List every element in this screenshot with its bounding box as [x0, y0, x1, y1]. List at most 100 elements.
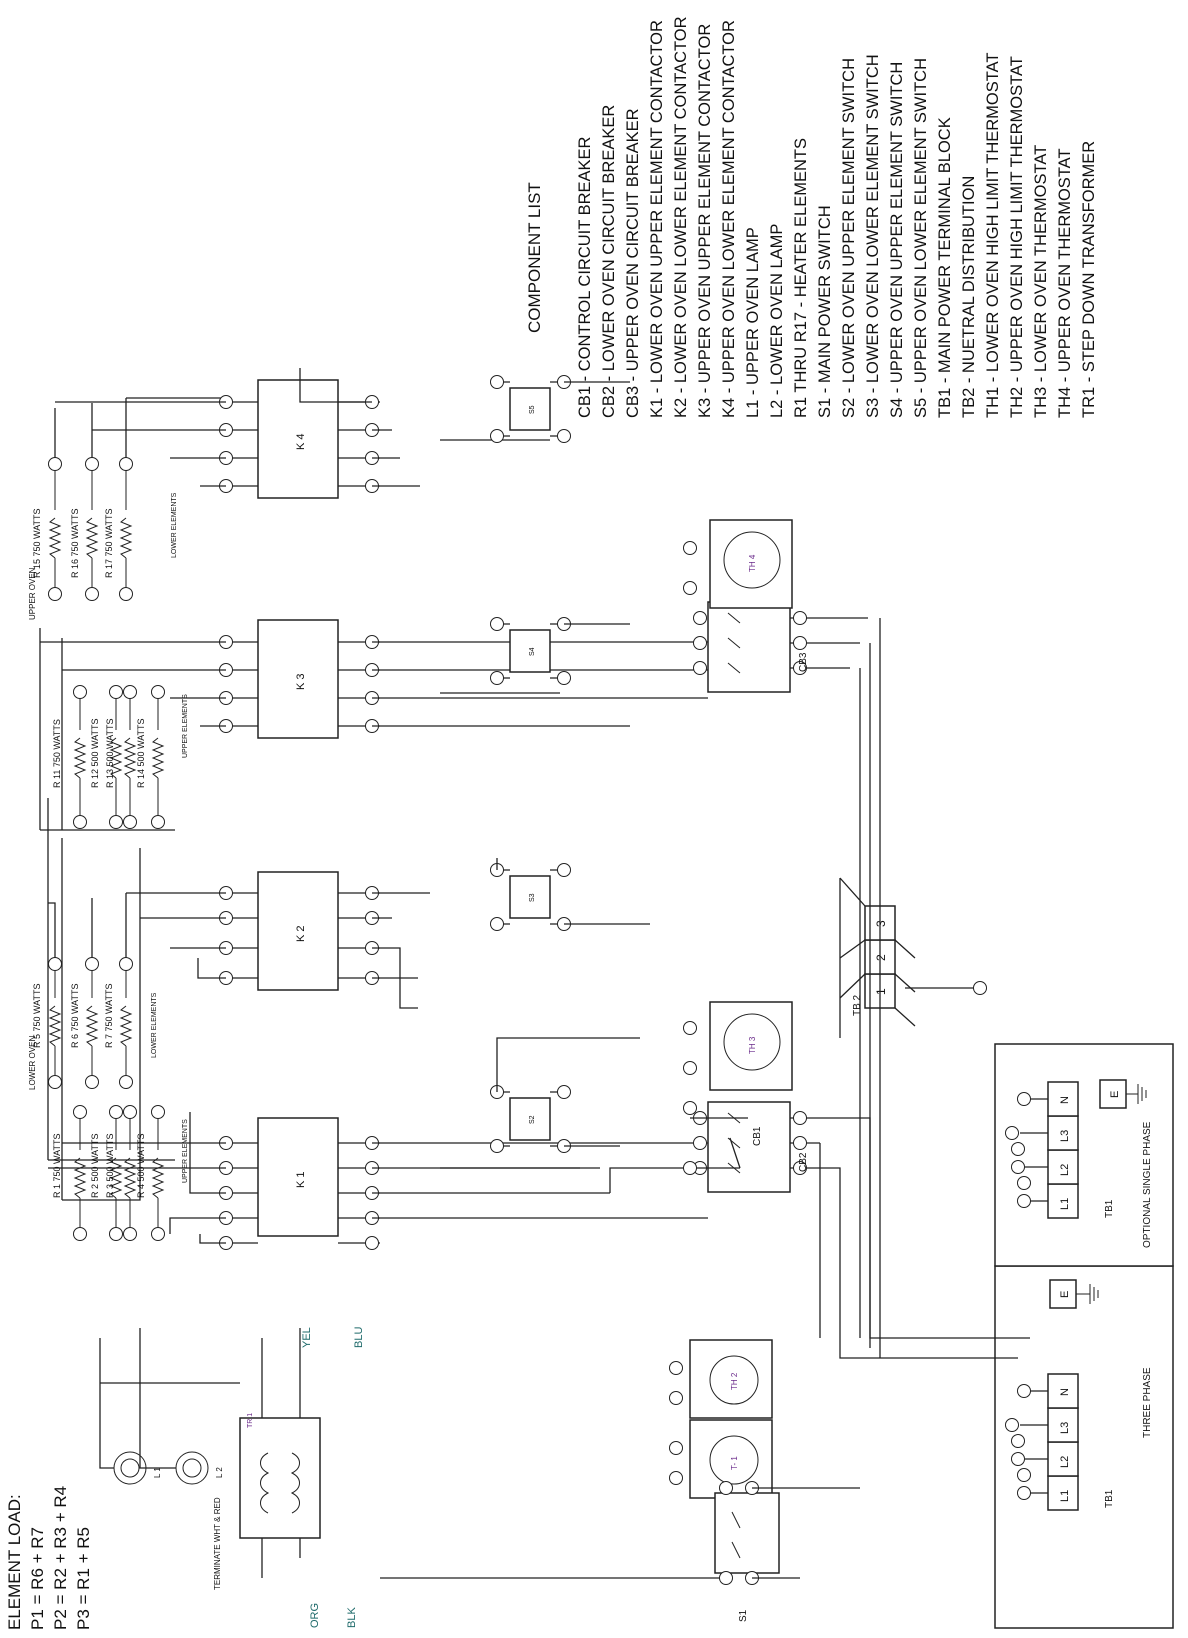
thermostat-th1-label: T- 1: [730, 1456, 739, 1470]
tb2-terminal-3: 3: [874, 920, 888, 927]
component-k4: K4 - UPPER OVEN LOWER ELEMENT CONTACTOR: [720, 20, 738, 418]
contactor-k1: K 1: [220, 1117, 380, 1244]
resistor-r1: R 1 750 WATTS: [52, 1133, 62, 1198]
component-cb1: CB1 - CONTROL CIRCUIT BREAKER: [576, 136, 594, 418]
thermostat-th4-label: TH 4: [748, 554, 757, 572]
thermostat-th2: TH 2: [669, 1339, 773, 1419]
switch-s4-label: S4: [529, 647, 536, 656]
terminate-note-text: TERMINATE WHT & RED: [213, 1497, 222, 1590]
switch-s5: S5: [490, 375, 630, 443]
contactor-k4-label: K 4: [295, 433, 307, 450]
wire-yel: YEL: [301, 1327, 313, 1348]
breaker-cb3: CB3: [590, 601, 820, 699]
terminate-note: TERMINATE WHT & RED: [213, 1497, 222, 1590]
element-load-p3: P3 = R1 + R5: [74, 1527, 93, 1630]
resistor-r6: R 6 750 WATTS: [70, 983, 80, 1048]
switch-s4: S4: [490, 617, 630, 685]
earth-label: E: [1059, 1291, 1071, 1298]
contactor-k3-label: K 3: [295, 673, 307, 690]
tb1-terminal-l1: L1: [1059, 1490, 1071, 1502]
wire-blu: BLU: [353, 1327, 365, 1348]
resistor-r11: R 11 750 WATTS: [52, 719, 62, 788]
lower-elements-label-2: LOWER ELEMENTS: [171, 492, 178, 558]
single-terminal-l2: L2: [1059, 1164, 1071, 1176]
element-load-title: ELEMENT LOAD:: [5, 1494, 24, 1630]
switch-s2-label: S2: [529, 1115, 536, 1124]
breaker-cb2: CB2: [590, 1101, 820, 1219]
breaker-cb3-label: CB3: [798, 652, 809, 672]
component-list-items: CB1 - CONTROL CIRCUIT BREAKER CB2 - LOWE…: [576, 16, 1098, 418]
tb1-single-label: TB1: [1104, 1199, 1115, 1218]
tb1-terminal-l3: L3: [1059, 1422, 1071, 1434]
lamp-l2-label: L 2: [215, 1467, 224, 1478]
single-phase-panel: L1 L2 L3 N E TB1 OPTIONAL SINGLE PHASE: [994, 1043, 1174, 1267]
component-tb1: TB1 - MAIN POWER TERMINAL BLOCK: [936, 117, 954, 418]
component-k2: K2 - LOWER OVEN LOWER ELEMENT CONTACTOR: [672, 16, 690, 418]
earth-label-2: E: [1109, 1091, 1121, 1098]
switch-s1: S1: [714, 1481, 780, 1622]
contactor-k2-label: K 2: [295, 925, 307, 942]
thermostat-th3: TH 3: [683, 1001, 793, 1091]
component-tr1: TR1 - STEP DOWN TRANSFORMER: [1080, 141, 1098, 418]
resistor-r7: R 7 750 WATTS: [104, 983, 114, 1048]
tb1-label: TB1: [1104, 1489, 1115, 1508]
component-tb2: TB2 - NUETRAL DISTRIBUTION: [960, 176, 978, 418]
contactor-k2: K 2: [220, 871, 380, 991]
tb1-terminal-n: N: [1059, 1388, 1071, 1396]
component-list: COMPONENT LIST CB1 - CONTROL CIRCUIT BRE…: [525, 16, 1098, 418]
single-terminal-l3: L3: [1059, 1130, 1071, 1142]
breaker-cb2-label: CB2: [798, 1152, 809, 1172]
resistor-r15: R 15 750 WATTS: [32, 508, 42, 578]
tb1-terminals: L1 L2 L3 N: [1047, 1373, 1079, 1511]
component-k1: K1 - LOWER OVEN UPPER ELEMENT CONTACTOR: [648, 20, 666, 418]
component-th1: TH1 - LOWER OVEN HIGH LIMIT THERMOSTAT: [984, 53, 1002, 418]
thermostat-th3-label: TH 3: [748, 1036, 757, 1054]
thermostat-th1: T- 1: [669, 1419, 773, 1499]
resistor-r13: R 13 500 WATTS: [105, 718, 115, 788]
resistor-bank-upper-lower: R 15 750 WATTS R 16 750 WATTS R 17 750 W…: [32, 397, 226, 601]
upper-elements-label-2: UPPER ELEMENTS: [182, 694, 189, 758]
component-cb2: CB2 - LOWER OVEN CIRCUIT BREAKER: [600, 105, 618, 418]
resistor-bank-upper-upper: R 11 750 WATTS R 12 500 WATTS R 13 500 W…: [39, 628, 189, 831]
switch-s5-label: S5: [529, 405, 536, 414]
resistor-r4: R 4 500 WATTS: [136, 1133, 146, 1198]
wire-org: ORG: [309, 1603, 321, 1628]
breaker-cb1: CB1: [683, 1101, 763, 1175]
component-cb3: CB3 - UPPER OVEN CIRCUIT BREAKER: [624, 108, 642, 418]
lamp-l1-label: L 1: [153, 1467, 162, 1478]
terminal-block-tb2: 1 2 3 TB 2: [839, 877, 987, 1027]
component-l2: L2 - LOWER OVEN LAMP: [768, 224, 786, 418]
component-th3: TH3 - LOWER OVEN THERMOSTAT: [1032, 145, 1050, 418]
tb1-terminal-l2: L2: [1059, 1456, 1071, 1468]
contactor-k3: K 3: [220, 619, 380, 739]
wire-blk: BLK: [346, 1607, 358, 1628]
transformer-label: TR 1: [247, 1413, 254, 1428]
component-l1: L1 - UPPER OVEN LAMP: [744, 227, 762, 418]
tb2-terminal-1: 1: [874, 988, 888, 995]
lower-elements-label: LOWER ELEMENTS: [151, 992, 158, 1058]
component-s2: S2 - LOWER OVEN UPPER ELEMENT SWITCH: [840, 58, 858, 418]
component-k3: K3 - UPPER OVEN UPPER ELEMENT CONTACTOR: [696, 24, 714, 418]
resistor-r17: R 17 750 WATTS: [104, 508, 114, 578]
tb2-label: TB 2: [852, 994, 863, 1016]
component-s5: S5 - UPPER OVEN LOWER ELEMENT SWITCH: [912, 58, 930, 418]
component-s3: S3 - LOWER OVEN LOWER ELEMENT SWITCH: [864, 54, 882, 418]
thermostat-th4: TH 4: [683, 519, 793, 609]
switch-s2: S2: [490, 1037, 640, 1153]
resistor-r2: R 2 500 WATTS: [90, 1133, 100, 1198]
tb1-single-terminals: L1 L2 L3 N: [1047, 1081, 1079, 1219]
thermostat-th2-label: TH 2: [730, 1372, 739, 1390]
component-r: R1 THRU R17 - HEATER ELEMENTS: [792, 138, 810, 418]
breaker-cb1-label: CB1: [752, 1126, 763, 1146]
component-s4: S4 - UPPER OVEN UPPER ELEMENT SWITCH: [888, 62, 906, 418]
contactor-k1-label: K 1: [295, 1171, 307, 1188]
resistor-bank-lower-lower: R 5 750 WATTS R 6 750 WATTS R 7 750 WATT…: [32, 893, 158, 1089]
component-th2: TH2 - UPPER OVEN HIGH LIMIT THERMOSTAT: [1008, 56, 1026, 418]
upper-oven-label: UPPER OVEN: [28, 567, 37, 620]
transformer-tr1: TR 1 TERMINATE WHT & RED YEL BLU ORG BLK: [213, 1327, 365, 1628]
tb2-terminal-2: 2: [874, 954, 888, 961]
lower-oven-label: LOWER OVEN: [28, 1036, 37, 1090]
single-terminal-n: N: [1059, 1096, 1071, 1104]
component-list-title: COMPONENT LIST: [525, 182, 544, 333]
